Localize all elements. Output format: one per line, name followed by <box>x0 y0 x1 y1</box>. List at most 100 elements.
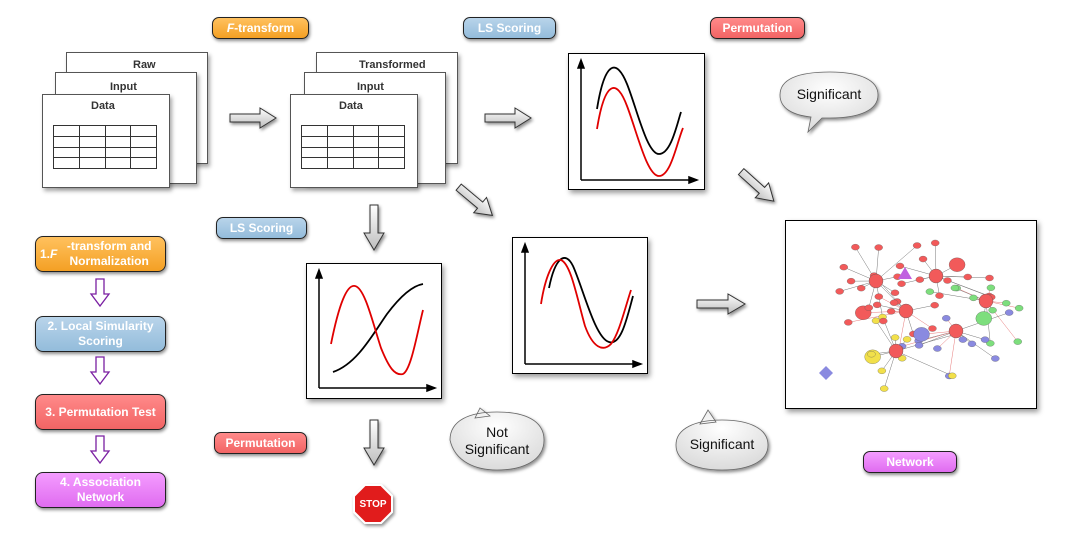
transformed-sheet-front: Data <box>290 94 418 188</box>
network-node <box>943 277 952 284</box>
arrow-transformed-down <box>363 204 385 251</box>
step-arrow-2 <box>89 356 111 386</box>
network-node <box>913 327 930 342</box>
step-1-box: 1. F-transform and Normalization <box>35 236 166 272</box>
network-node <box>980 336 990 343</box>
network-node <box>846 278 856 285</box>
network-node <box>886 308 896 315</box>
top-significant-text: Significant <box>796 86 862 102</box>
network-node <box>851 244 860 251</box>
network-graph <box>819 239 1024 392</box>
network-node <box>935 292 944 299</box>
network-diamond-node <box>819 366 833 380</box>
network-node <box>914 342 924 349</box>
network-node <box>958 336 968 343</box>
bubble-not-significant <box>449 407 545 471</box>
raw-data-table <box>53 125 157 169</box>
network-node <box>880 385 889 392</box>
network-node <box>889 299 899 306</box>
arrow-raw-to-transformed <box>229 107 277 129</box>
arrow-to-stop <box>363 419 385 466</box>
bubble-top-significant <box>779 71 879 134</box>
network-node <box>897 280 906 287</box>
network-hub-node <box>868 273 884 289</box>
network-node <box>872 301 882 308</box>
network-node <box>874 293 883 300</box>
network-node <box>948 257 966 272</box>
network-node <box>930 302 939 309</box>
stop-sign <box>353 484 393 524</box>
network-node <box>931 239 940 247</box>
ls-scoring-label-left: LS Scoring <box>216 217 307 239</box>
network-node <box>950 284 960 292</box>
network-triangle-node <box>898 267 912 279</box>
network-node <box>895 262 905 270</box>
network-node <box>1002 300 1011 307</box>
association-network-image <box>785 220 1037 409</box>
network-hub-node <box>898 303 914 319</box>
axes <box>576 57 700 185</box>
red-curve <box>540 259 632 349</box>
network-node <box>986 284 996 291</box>
network-hub-node <box>928 268 944 284</box>
bubble-bottom-significant <box>675 409 769 471</box>
arrow-plot-to-network <box>696 293 746 315</box>
network-node <box>902 336 912 343</box>
network-node <box>942 315 951 322</box>
network-label: Network <box>863 451 957 473</box>
network-node <box>1014 305 1024 312</box>
f-transform-label: F-transform <box>212 17 309 39</box>
network-node <box>912 242 922 249</box>
red-curve <box>596 87 684 177</box>
black-curve <box>548 257 634 344</box>
arrow-significant-diagonal <box>737 167 775 202</box>
network-node <box>891 334 900 341</box>
transformed-data-table <box>301 125 405 169</box>
network-node <box>839 264 848 271</box>
stop-sign-text: STOP <box>359 499 387 510</box>
ls-scoring-label-top: LS Scoring <box>463 17 556 39</box>
network-node <box>933 345 942 352</box>
network-node <box>857 285 866 292</box>
network-node <box>864 304 873 311</box>
raw-sheet-front: Data <box>42 94 170 188</box>
network-node <box>988 307 997 314</box>
bottom-significant-text: Significant <box>689 436 755 452</box>
network-node <box>991 355 1000 362</box>
network-node <box>967 340 977 347</box>
network-node <box>963 273 972 281</box>
permutation-label-top: Permutation <box>710 17 805 39</box>
network-node <box>867 351 876 358</box>
network-node <box>844 319 853 326</box>
black-curve <box>332 283 424 373</box>
network-hub-node <box>978 293 994 309</box>
network-node <box>874 244 883 251</box>
plot-shifted-curves <box>512 237 648 374</box>
network-node <box>925 288 935 295</box>
step-3-box: 3. Permutation Test <box>35 394 166 430</box>
step-4-box: 4. Association Network <box>35 472 166 508</box>
arrow-transformed-to-plot <box>484 107 532 129</box>
network-node <box>890 289 900 296</box>
network-node <box>918 255 928 263</box>
network-node <box>975 311 992 326</box>
network-node <box>835 288 844 295</box>
network-node <box>948 372 957 379</box>
black-curve <box>596 66 682 155</box>
step-arrow-3 <box>89 435 111 465</box>
network-node <box>879 317 888 325</box>
plot-crossing-curves <box>306 263 442 399</box>
network-node <box>969 294 978 302</box>
network-node <box>915 276 925 283</box>
permutation-label-bottom: Permutation <box>214 432 307 454</box>
network-node <box>1005 309 1014 316</box>
network-node <box>1013 338 1022 345</box>
network-hub-node <box>888 343 904 359</box>
arrow-transformed-diagonal <box>455 183 494 217</box>
network-node <box>877 367 887 374</box>
network-hub-node <box>948 323 964 339</box>
network-node <box>985 274 994 282</box>
step-arrow-1 <box>89 278 111 308</box>
